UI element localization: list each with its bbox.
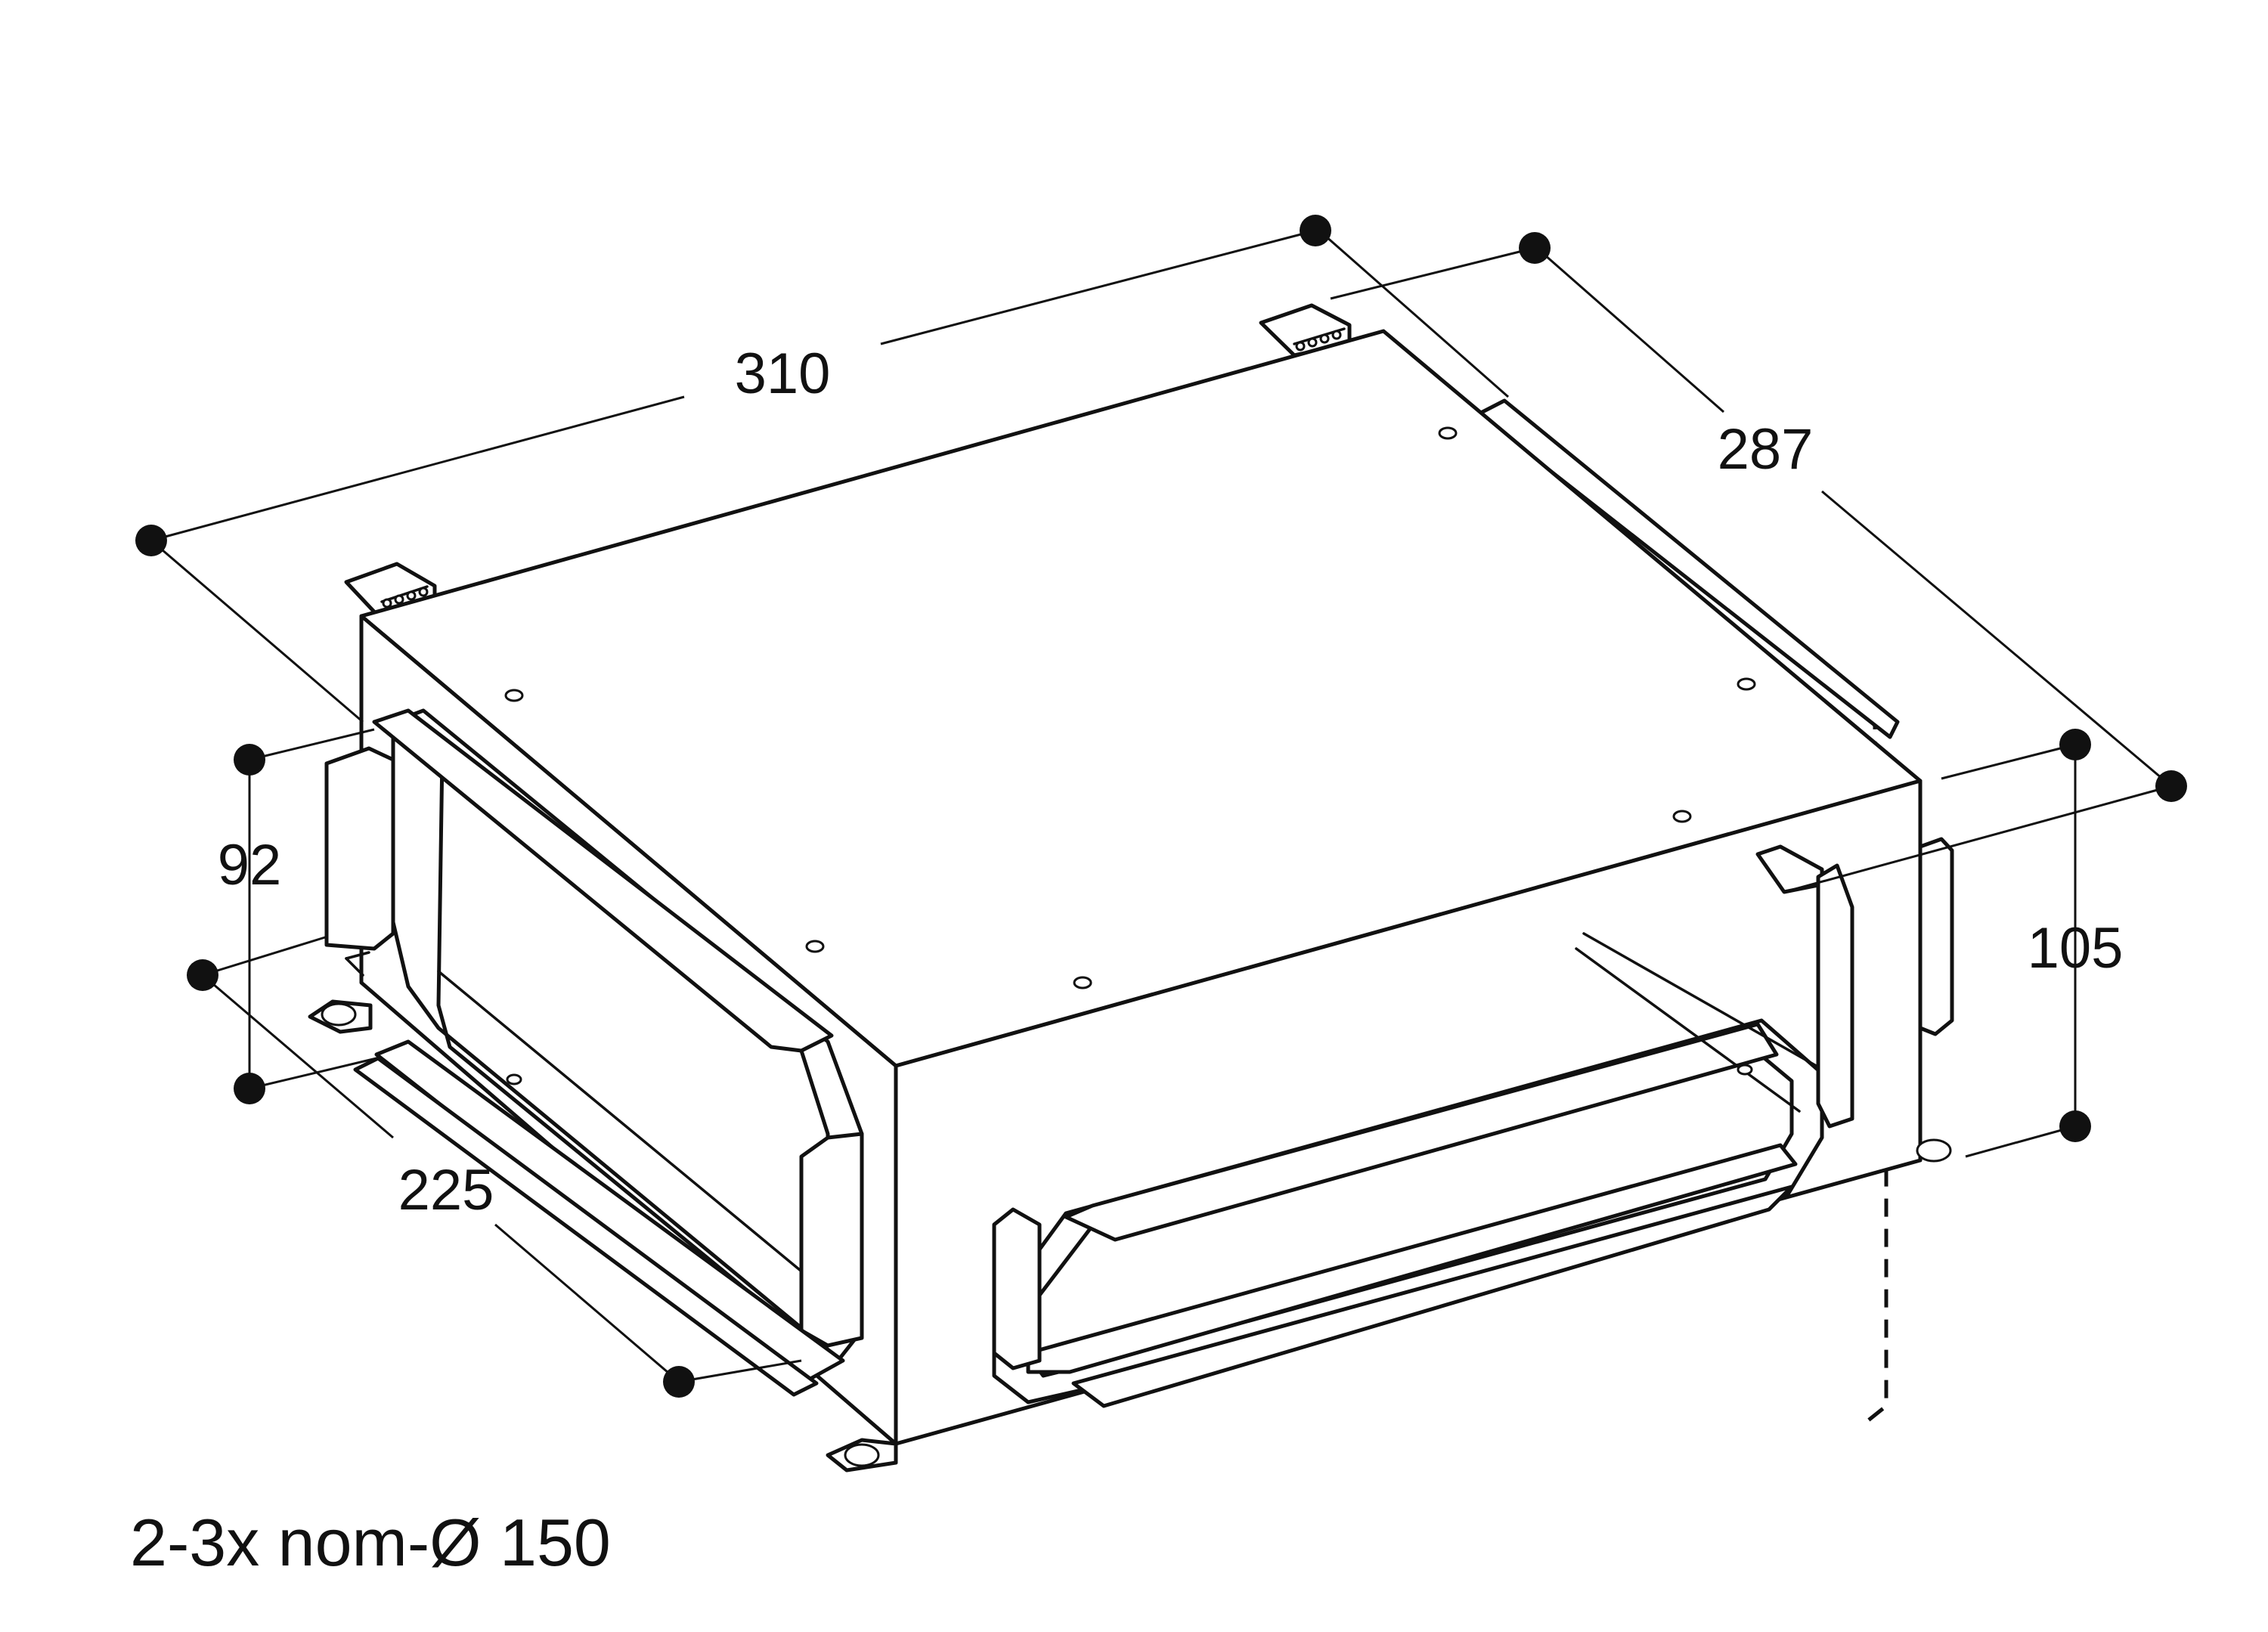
dimension-width-label: 310 — [735, 342, 831, 406]
left-outlet — [324, 708, 864, 1382]
right-side-parts — [1755, 837, 1954, 1163]
bottom-feet — [308, 999, 1794, 1473]
caption-nominal-diameter: 2-3x nom-Ø 150 — [130, 1505, 611, 1580]
front-outlet — [992, 932, 1831, 1404]
dimension-height-left-label: 92 — [218, 833, 282, 897]
top-screw-holes — [504, 426, 1756, 989]
dimension-depth-label: 287 — [1718, 417, 1814, 482]
right-side-flange — [1476, 398, 1900, 739]
dimension-lines — [150, 229, 2172, 1383]
dimension-depth-left-label: 225 — [398, 1158, 494, 1222]
dimension-height-right-label: 105 — [2028, 916, 2124, 980]
top-tab-right — [1259, 303, 1352, 358]
dimension-dots — [135, 215, 2187, 1398]
